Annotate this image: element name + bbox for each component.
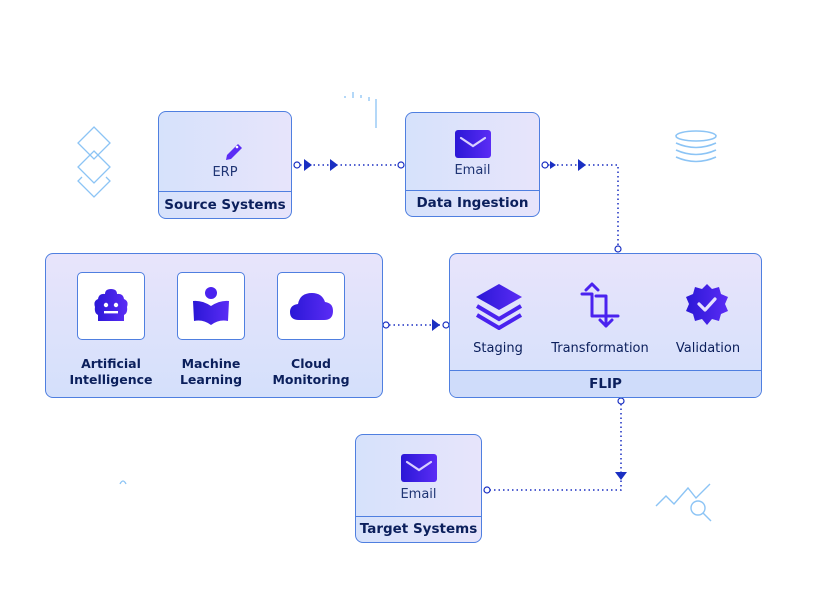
staging-label: Staging — [473, 341, 523, 356]
arrow-head-icon — [304, 159, 312, 171]
target-systems-title: Target Systems — [356, 516, 481, 542]
arrow-head-icon — [615, 472, 627, 480]
source-system-item: ERP — [212, 164, 238, 180]
connector-flip-to-target — [483, 397, 627, 494]
envelope-icon — [400, 453, 437, 482]
arrow-head-icon — [578, 159, 586, 171]
envelope-icon — [454, 129, 491, 158]
document-edit-icon — [207, 128, 242, 160]
connector-source-to-ingestion — [293, 159, 405, 171]
verified-badge-icon — [686, 284, 728, 325]
cloud-icon — [290, 293, 333, 320]
cloud-tile[interactable] — [277, 272, 345, 340]
stacked-diamonds-icon — [77, 126, 111, 198]
chart-search-icon — [655, 483, 712, 522]
target-systems-node[interactable]: Email Target Systems — [355, 434, 482, 543]
reading-book-icon — [193, 287, 229, 325]
flip-node[interactable]: Staging Transformation Validation FLIP — [449, 253, 762, 398]
flip-title: FLIP — [450, 370, 761, 397]
transform-arrows-icon — [580, 282, 620, 328]
source-systems-node[interactable]: ERP Source Systems — [158, 111, 292, 219]
signal-bars-icon — [344, 92, 377, 128]
small-arc-icon — [119, 480, 127, 485]
arrow-head-icon — [432, 319, 440, 331]
data-ingestion-node[interactable]: Email Data Ingestion — [405, 112, 540, 217]
transformation-label: Transformation — [551, 341, 649, 356]
ml-tile[interactable] — [177, 272, 245, 340]
arrow-head-icon — [550, 161, 556, 169]
database-icon — [675, 130, 717, 163]
data-ingestion-title: Data Ingestion — [406, 190, 539, 216]
connector-ingestion-to-flip — [541, 159, 622, 253]
connector-capabilities-to-flip — [382, 319, 450, 331]
source-systems-title: Source Systems — [159, 191, 291, 218]
robot-icon — [94, 289, 128, 321]
layers-icon — [475, 284, 523, 330]
arrow-head-icon — [330, 159, 338, 171]
target-item: Email — [400, 486, 437, 502]
validation-label: Validation — [675, 341, 741, 356]
ai-tile[interactable] — [77, 272, 145, 340]
ingestion-item: Email — [454, 162, 491, 178]
